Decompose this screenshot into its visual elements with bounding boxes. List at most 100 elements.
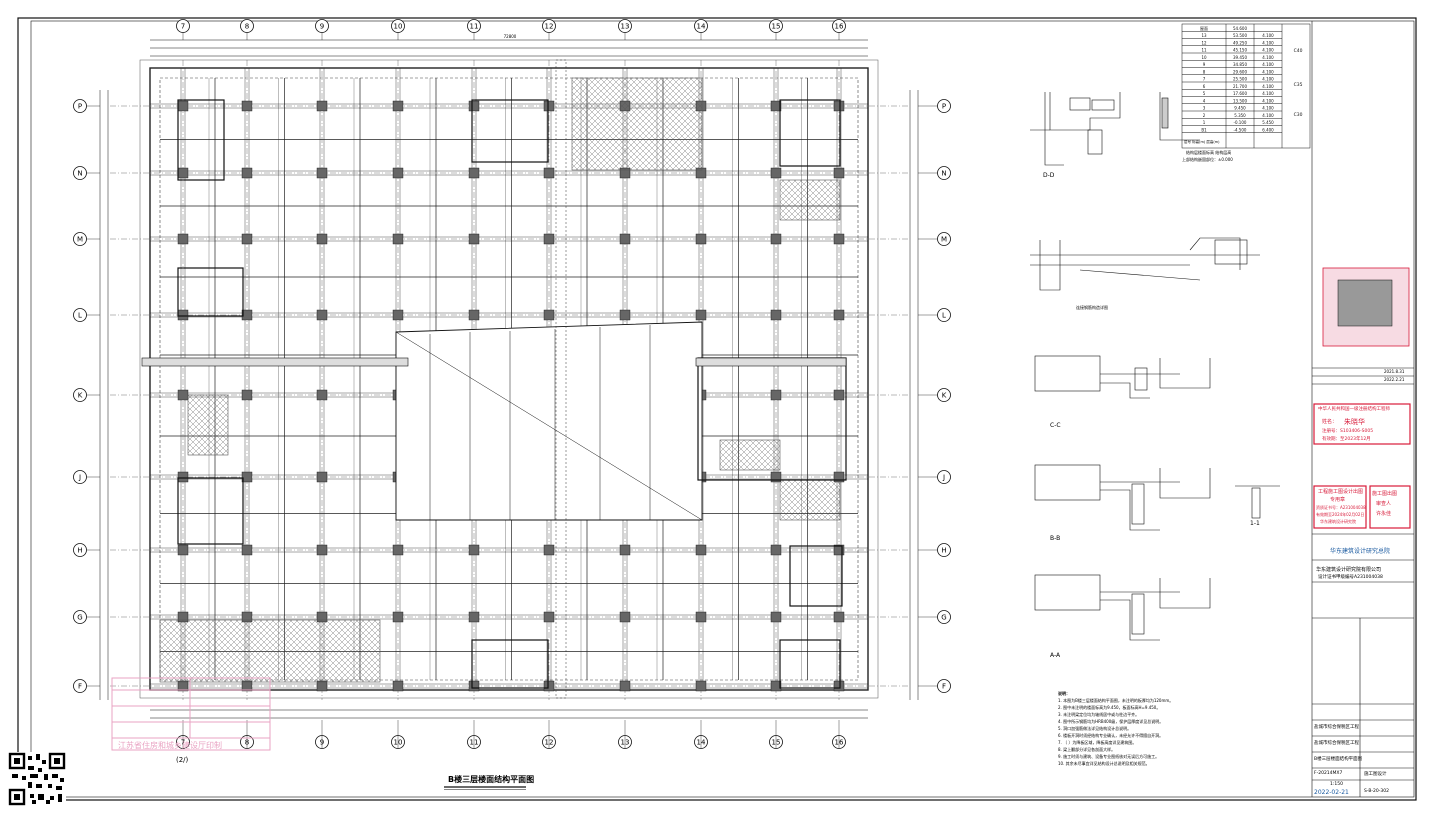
column (241, 100, 253, 112)
column (770, 233, 782, 245)
column (833, 471, 845, 483)
level-cell: 45.150 (1233, 48, 1247, 53)
grid-label: G (77, 614, 82, 622)
column (392, 611, 404, 623)
grid-label: H (941, 547, 946, 555)
section-aa: A-A (1050, 652, 1061, 659)
column (833, 167, 845, 179)
section-cc: C-C (1050, 422, 1061, 429)
sheet-no: S-B-20-302 (1364, 789, 1389, 794)
grid-label: 10 (394, 23, 403, 31)
design-cert-right3: 施工图出图 (1372, 491, 1398, 497)
column (468, 309, 480, 321)
column (695, 680, 707, 692)
grid-label: G (941, 614, 946, 622)
concrete-grade: C40 (1294, 48, 1303, 54)
column (177, 611, 189, 623)
column (316, 389, 328, 401)
project-name: 盐城市综合保税区工程 (1314, 725, 1359, 730)
grid-label: M (941, 236, 947, 244)
grid-label: J (78, 474, 81, 482)
level-cell: 屋面 (1200, 25, 1208, 31)
grid-label: H (77, 547, 82, 555)
column (770, 167, 782, 179)
company-cn: 华东建筑设计研究总院 (1330, 548, 1391, 555)
engineer-cert: 注册号：S103406-S005 (1322, 429, 1374, 434)
level-table-note: 上部结构嵌固部位：±0.000 (1182, 157, 1233, 162)
review-stamp (111, 677, 271, 751)
design-cert-subtitle: 专用章 (1330, 497, 1346, 503)
level-cell: 17.600 (1233, 91, 1247, 96)
column (316, 611, 328, 623)
column (695, 309, 707, 321)
column (833, 611, 845, 623)
column (695, 167, 707, 179)
column (833, 233, 845, 245)
column (468, 100, 480, 112)
level-table (1181, 23, 1311, 149)
date: 2022-02-21 (1314, 789, 1349, 796)
note-line: 9. 施工时须与建筑、设备专业图纸核对无误后方可施工。 (1058, 754, 1160, 759)
level-cell: 4.100 (1262, 98, 1274, 103)
level-cell: 5 (1203, 91, 1206, 96)
level-cell: 4.100 (1262, 33, 1274, 38)
column (770, 471, 782, 483)
level-cell: 10 (1201, 55, 1207, 60)
column (695, 544, 707, 556)
concrete-grade: C30 (1294, 112, 1303, 118)
column (392, 680, 404, 692)
detail-caption: 连接钢筋构造详图 (1076, 305, 1108, 310)
column (833, 100, 845, 112)
column (770, 544, 782, 556)
grid-label: L (942, 312, 946, 320)
concrete-grade: C35 (1294, 82, 1303, 88)
grid-label: F (942, 683, 946, 691)
column (468, 167, 480, 179)
grid-label: 11 (470, 23, 479, 31)
column (468, 233, 480, 245)
level-cell: 4.100 (1262, 62, 1274, 67)
level-cell: 21.700 (1233, 84, 1247, 89)
rev-a: 2021.8.31 (1384, 369, 1405, 374)
grid-label: 14 (697, 23, 706, 31)
column (392, 544, 404, 556)
note-line: 7. 〔 〕为降板区域，降板高度详见建筑图。 (1058, 740, 1137, 745)
note-line: 8. 梁上翻部分详见各剖面大样。 (1058, 747, 1116, 752)
grid-label: 7 (181, 23, 185, 31)
level-cell: 1 (1203, 120, 1206, 125)
column (770, 100, 782, 112)
grid-label: K (78, 392, 83, 400)
level-cell: 2 (1203, 113, 1206, 118)
column (177, 309, 189, 321)
notes-heading: 说明： (1058, 691, 1070, 696)
column (177, 167, 189, 179)
note-line: 1. 本图为B楼三层楼面结构平面图，未注明的板厚均为120mm。 (1058, 698, 1174, 703)
column (543, 611, 555, 623)
grid-label: 16 (835, 739, 844, 747)
scale: 1:150 (1330, 782, 1343, 787)
design-cert-right2: 许永佳 (1376, 511, 1392, 517)
grid-label: 14 (697, 739, 706, 747)
title-underline (444, 786, 526, 790)
level-cell: 8 (1203, 69, 1206, 74)
level-cell: 4.100 (1262, 91, 1274, 96)
section-bb: B-B (1050, 535, 1061, 542)
grid-label: N (941, 170, 946, 178)
column (833, 544, 845, 556)
level-cell: 39.450 (1233, 55, 1247, 60)
note-line: 10. 其余未尽事宜详见结构设计总说明及相关规范。 (1058, 761, 1150, 766)
level-cell: 4.100 (1262, 48, 1274, 53)
inner-border (30, 20, 1415, 798)
level-cell: 6 (1203, 84, 1206, 89)
column (241, 544, 253, 556)
sheet-mark: (2/) (176, 756, 189, 764)
title-block (1311, 21, 1414, 797)
design-cert-valid: 有效期至2024年02月02日 (1316, 512, 1365, 517)
grid-label: J (942, 474, 945, 482)
level-cell: 4.100 (1262, 113, 1274, 118)
cert-line: 设计证书甲级编号A231004038 (1318, 575, 1383, 580)
section-dd: D-D (1043, 172, 1055, 179)
note-line: 3. 未注明梁定位均为轴线居中或与柱边平齐。 (1058, 712, 1140, 717)
column (833, 309, 845, 321)
